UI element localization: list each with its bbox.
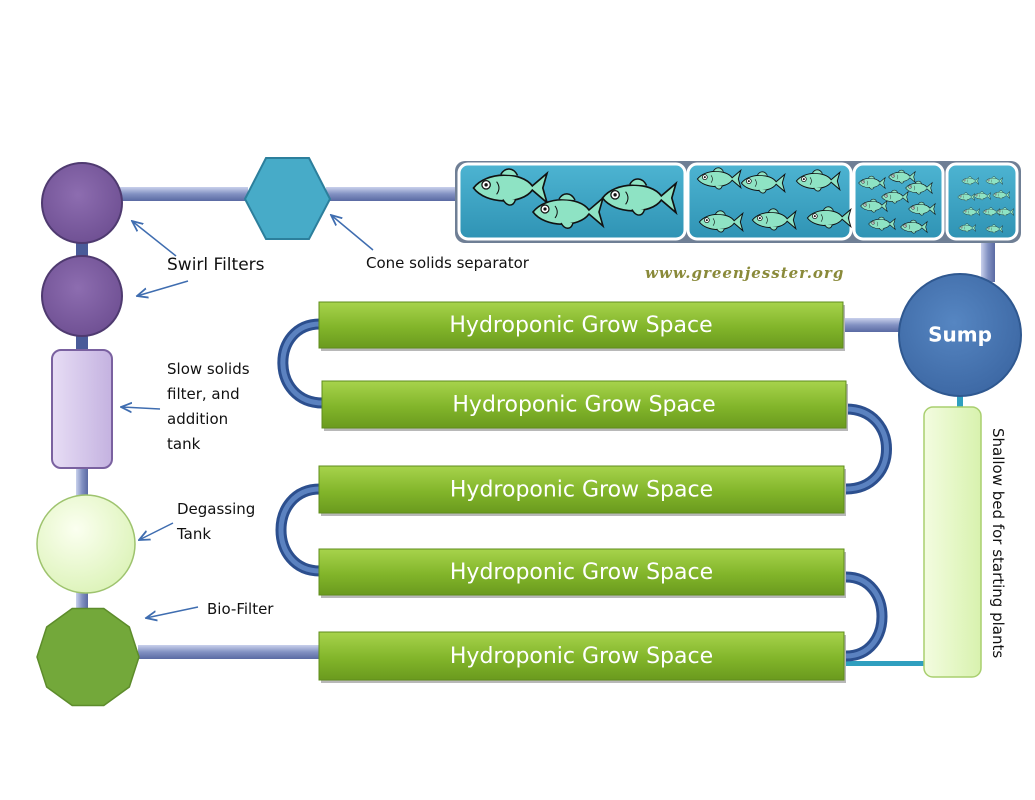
fish-13: [860, 198, 888, 213]
fish-9: [806, 206, 852, 229]
fish-11: [888, 169, 916, 184]
annotations: Swirl Filters Cone solids separator Slow…: [121, 215, 530, 618]
pipe-degas-to-bio: [76, 592, 88, 610]
grow-space-3-label: Hydroponic Grow Space: [450, 478, 713, 503]
grow-space-3: [318, 465, 845, 514]
shallow-bed-label: Shallow bed for starting plants: [989, 428, 1007, 658]
slow-solids-tank: [51, 349, 113, 469]
fish-23: [962, 207, 980, 217]
fish-tank-4: [945, 162, 1019, 241]
grow-space-4: [318, 548, 845, 596]
bio-filter: [36, 607, 140, 707]
fish-24: [982, 207, 1000, 217]
slow-label-line-2: filter, and: [167, 385, 240, 403]
pipe-tank-to-sump: [981, 238, 995, 282]
fish-8: [751, 208, 797, 231]
fish-tanks: [455, 161, 1021, 243]
slow-label-line-3: addition: [167, 410, 228, 428]
grow-space-1-label: Hydroponic Grow Space: [449, 313, 712, 338]
fish-16: [868, 216, 896, 231]
grow-space-4-label: Hydroponic Grow Space: [450, 560, 713, 585]
pipe-sump-to-bed: [957, 392, 963, 410]
fish-1: [472, 168, 549, 206]
pipes: [76, 187, 995, 666]
grow-space-2: [321, 380, 847, 429]
fish-2: [531, 193, 605, 229]
grow-space-5: [318, 631, 845, 681]
fish-20: [957, 192, 975, 202]
swirl-filter-2: [41, 255, 123, 337]
fish-19: [985, 176, 1003, 186]
fish-5: [740, 171, 786, 194]
fish-25: [996, 207, 1014, 217]
fish-18: [961, 176, 979, 186]
fish-15: [908, 201, 936, 216]
pipe-cone-to-tank: [326, 187, 461, 201]
pipe-bio-to-grow5: [138, 645, 322, 659]
pipe-swirl-to-slow: [76, 333, 88, 353]
loop-grow1-grow2: [277, 318, 324, 409]
slow-label-line-1: Slow solids: [167, 360, 250, 378]
bio-filter-label: Bio-Filter: [207, 600, 274, 618]
pipe-swirl-link: [76, 240, 88, 258]
loop-grow2-grow3: [845, 403, 892, 495]
slow-solids-label: Slow solids filter, and addition tank: [167, 360, 250, 453]
website-watermark: www.greenjesster.org: [645, 264, 844, 282]
fish-4: [696, 167, 742, 190]
shallow-bed: [923, 406, 982, 678]
swirl-filters-label: Swirl Filters: [167, 255, 265, 275]
fish-3: [601, 178, 678, 216]
fish-10: [858, 175, 886, 190]
degassing-tank: [36, 494, 136, 594]
pipe-grow1-to-sump: [843, 318, 903, 332]
grow-space-2-label: Hydroponic Grow Space: [452, 393, 715, 418]
fish-27: [985, 224, 1003, 234]
loop-grow3-grow4: [275, 483, 321, 577]
degas-label-line-1: Degassing: [177, 500, 255, 518]
fish-21: [973, 191, 991, 201]
swirl-filter-1: [41, 162, 123, 244]
fish-6: [795, 169, 841, 192]
fish-17: [900, 219, 928, 234]
fish-7: [698, 210, 744, 233]
loop-grow4-grow5: [845, 571, 888, 662]
grow-space-5-label: Hydroponic Grow Space: [450, 644, 713, 669]
fish-22: [992, 190, 1010, 200]
slow-label-line-4: tank: [167, 435, 201, 453]
grow-space-1: [318, 301, 844, 349]
cone-separator-label: Cone solids separator: [366, 254, 530, 272]
fish-26: [958, 223, 976, 233]
sump-label: Sump: [928, 323, 992, 347]
sump: [898, 273, 1022, 397]
fish-14: [881, 189, 909, 204]
fish-12: [905, 180, 933, 195]
pipe-grow5-to-bed: [843, 661, 926, 666]
cone-solids-separator: [243, 157, 332, 240]
pipe-slow-to-degas: [76, 467, 88, 499]
pipe-swirl-to-cone: [118, 187, 248, 201]
degas-label-line-2: Tank: [176, 525, 211, 543]
